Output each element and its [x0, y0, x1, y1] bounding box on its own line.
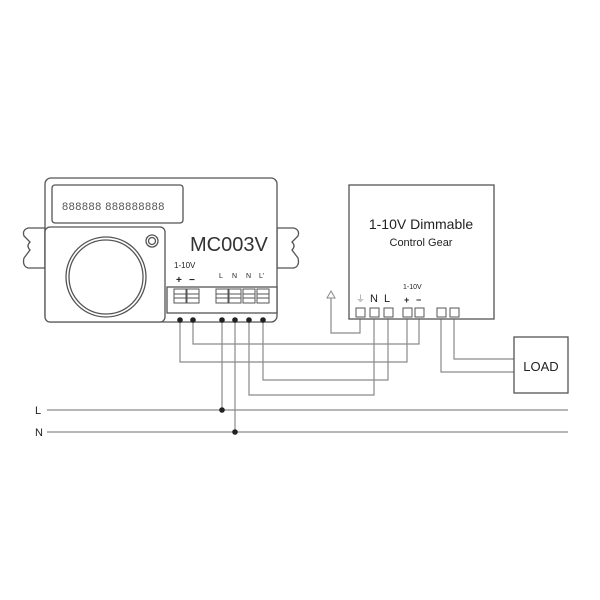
- ground-arrow-icon: [326, 289, 336, 299]
- terminal-label-n: N: [232, 273, 237, 280]
- junction-dot: [219, 407, 225, 413]
- junction-dot: [232, 429, 238, 435]
- gear-n-label: N: [370, 293, 378, 305]
- terminal-label-l-out: L': [259, 273, 264, 280]
- gear-minus: −: [416, 295, 421, 305]
- terminal-label-l: L: [219, 273, 223, 280]
- wires: [179, 289, 514, 432]
- gear-l-label: L: [384, 293, 390, 305]
- mains-n-label: N: [35, 427, 43, 439]
- control-gear: 1-10V Dimmable Control Gear ⏚ N L 1-10V …: [348, 184, 495, 320]
- load-label: LOAD: [523, 359, 558, 374]
- sensor-minus: −: [189, 275, 195, 286]
- gear-terminals: [355, 307, 460, 318]
- label-strip: [51, 184, 184, 224]
- sensor-plus: +: [176, 275, 182, 286]
- gear-plus: +: [404, 295, 409, 305]
- sensor-device: 888888 888888888 MC003V 1-10V + − L N N …: [22, 177, 300, 323]
- model-name: MC003V: [190, 234, 268, 256]
- ground-icon: ⏚: [356, 294, 365, 304]
- sensor-dim-label: 1-10V: [174, 261, 196, 270]
- terminal-label-n2: N: [246, 273, 251, 280]
- control-gear-title: 1-10V Dimmable: [369, 216, 473, 232]
- mains-l-label: L: [35, 405, 41, 417]
- gear-dim-label: 1-10V: [403, 284, 422, 291]
- load-box: LOAD: [513, 336, 569, 394]
- control-gear-subtitle: Control Gear: [390, 237, 453, 249]
- terminal-dots: [177, 317, 266, 323]
- label-strip-text: 888888 888888888: [62, 201, 165, 213]
